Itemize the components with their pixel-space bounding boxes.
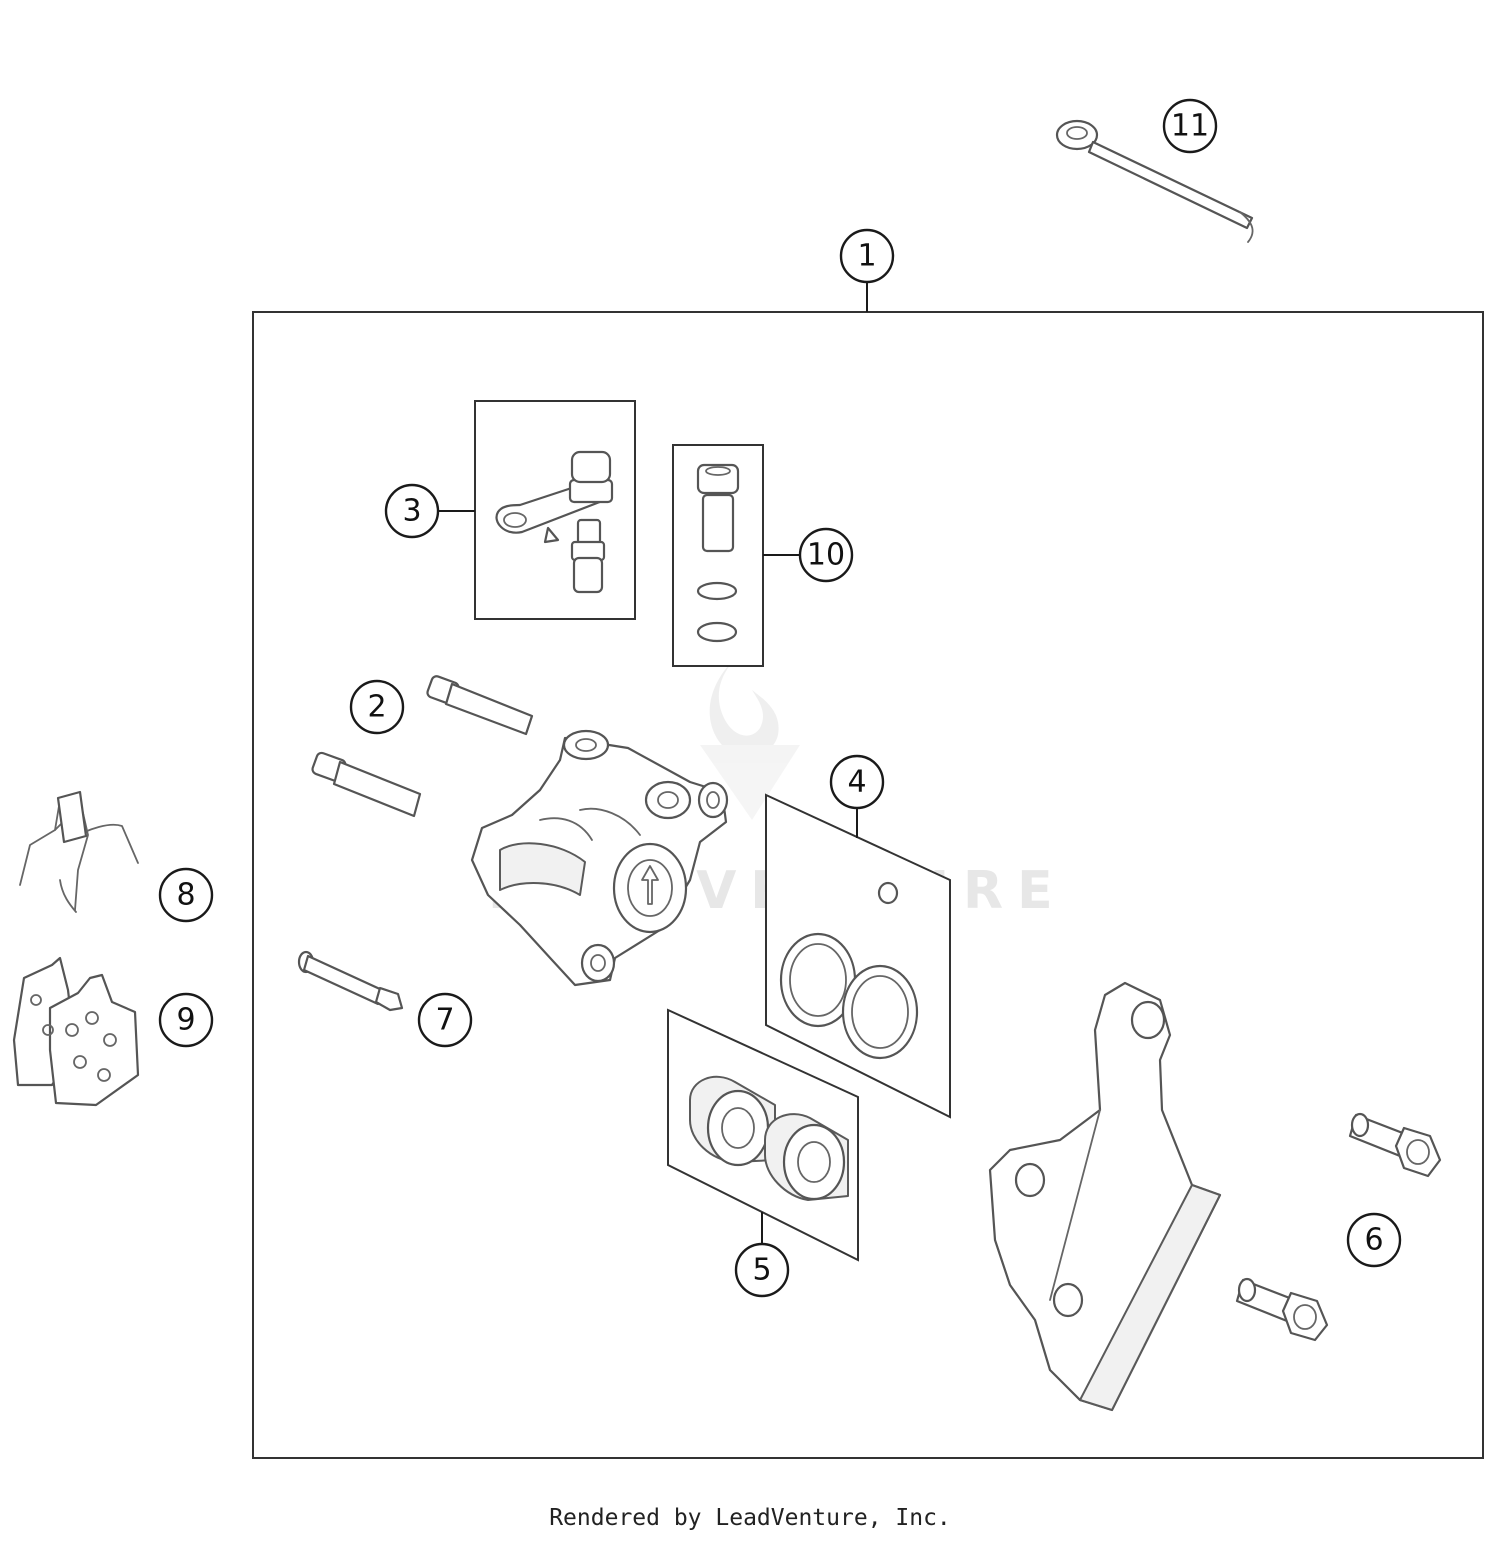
callout-9-label: 9 [176, 1003, 195, 1038]
part-pistons [689, 1075, 849, 1201]
part-brake-line [1055, 119, 1254, 243]
part-pad-spring [19, 790, 139, 913]
callout-2[interactable]: 2 [349, 679, 405, 735]
callout-2-label: 2 [367, 690, 386, 725]
part-brake-caliper [470, 729, 729, 987]
part-bracket-bolts [1235, 1112, 1442, 1342]
callout-8-label: 8 [176, 878, 195, 913]
footer-credit: Rendered by LeadVenture, Inc. [549, 1505, 951, 1531]
callout-6[interactable]: 6 [1346, 1212, 1402, 1268]
part-caliper-bracket [988, 981, 1222, 1412]
callout-5-label: 5 [752, 1253, 771, 1288]
callout-11-label: 11 [1171, 109, 1209, 144]
part-piston-seals [779, 881, 919, 1060]
callout-4[interactable]: 4 [829, 754, 885, 810]
callout-5[interactable]: 5 [734, 1242, 790, 1298]
part-bleeder-bracket [495, 450, 614, 594]
callout-10[interactable]: 10 [798, 527, 854, 583]
callout-8[interactable]: 8 [158, 867, 214, 923]
watermark-flame-icon [700, 650, 800, 820]
callout-1[interactable]: 1 [839, 228, 895, 284]
callout-6-label: 6 [1364, 1223, 1383, 1258]
callout-3[interactable]: 3 [384, 483, 440, 539]
callout-11[interactable]: 11 [1162, 98, 1218, 154]
callout-7-label: 7 [435, 1003, 454, 1038]
part-caliper-bolts [311, 675, 534, 818]
callout-1-label: 1 [857, 239, 876, 274]
callout-3-label: 3 [402, 494, 421, 529]
part-pad-pin [297, 950, 404, 1012]
callout-4-label: 4 [847, 765, 866, 800]
callout-10-label: 10 [807, 538, 845, 573]
part-brake-pads [12, 956, 140, 1107]
callout-7[interactable]: 7 [417, 992, 473, 1048]
part-bleeder-valve [696, 463, 740, 643]
callout-9[interactable]: 9 [158, 992, 214, 1048]
